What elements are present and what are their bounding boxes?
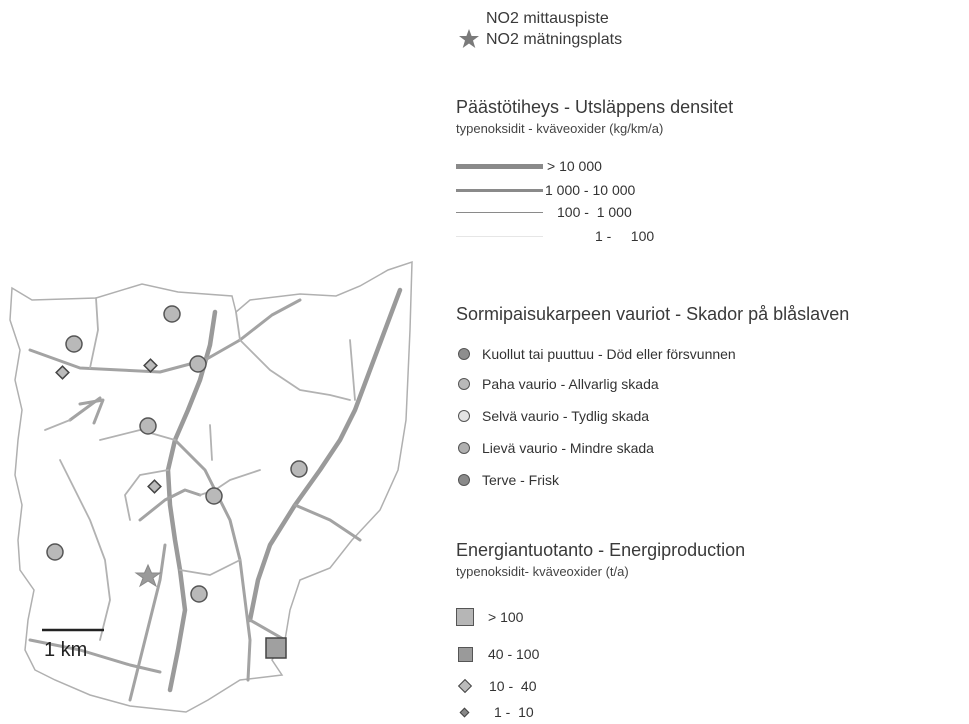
line-sample-thick xyxy=(456,163,543,169)
lichen-sites xyxy=(46,305,308,603)
line-sample-hairline xyxy=(456,235,543,237)
dot-healthy-icon xyxy=(458,474,470,486)
square-large-icon xyxy=(456,608,474,626)
lichen-site xyxy=(163,305,181,323)
lichen-site xyxy=(290,460,308,478)
emission-density-title: Päästötiheys - Utsläppens densitet xyxy=(456,97,734,117)
no2-label-sv: NO2 mätningsplats xyxy=(486,31,623,48)
scale-bar-label: 1 km xyxy=(44,639,87,661)
road-major-1 xyxy=(247,287,403,623)
diamond-small-icon xyxy=(459,707,470,717)
energy-plant-diamond xyxy=(55,365,70,380)
map: 1 km xyxy=(9,260,413,713)
energy-plants xyxy=(55,358,287,659)
energy-plant-diamond xyxy=(143,358,158,373)
lichen-site xyxy=(190,585,208,603)
lichen-class: Kuollut tai puuttuu - Död eller försvunn… xyxy=(450,342,736,366)
lichen-class: Lievä vaurio - Mindre skada xyxy=(450,436,654,460)
energy-class: 1 - 10 xyxy=(456,700,534,724)
lichen-site xyxy=(139,417,157,435)
legend-emission-density: Päästötiheys - Utsläppens densitet typen… xyxy=(456,97,733,136)
line-sample-medium xyxy=(456,188,543,192)
emission-class: 1 000 - 10 000 xyxy=(456,178,635,202)
diamond-medium-icon xyxy=(457,678,473,694)
emission-class: 1 - 100 xyxy=(456,224,654,248)
dot-clear-icon xyxy=(458,410,470,422)
lichen-class: Paha vaurio - Allvarlig skada xyxy=(450,372,659,396)
lichen-class: Terve - Frisk xyxy=(450,468,559,492)
energy-class: > 100 xyxy=(456,605,523,629)
no2-measurement-star xyxy=(134,563,162,588)
emission-class: > 10 000 xyxy=(456,154,602,178)
emission-class: 100 - 1 000 xyxy=(456,200,632,224)
energy-class: 10 - 40 xyxy=(456,674,536,698)
energy-plant-square xyxy=(265,637,287,659)
emission-density-subtitle: typenoksidit - kväveoxider (kg/km/a) xyxy=(456,121,664,136)
dot-mild-icon xyxy=(458,442,470,454)
line-sample-thin xyxy=(456,211,543,213)
road-major-2 xyxy=(165,309,218,693)
energy-production-subtitle: typenoksidit- kväveoxider (t/a) xyxy=(456,564,629,579)
scale-bar: 1 km xyxy=(42,628,104,661)
lichen-site xyxy=(46,543,64,561)
lichen-damage-title: Sormipaisukarpeen vauriot - Skador på bl… xyxy=(456,304,850,324)
dot-dead-icon xyxy=(458,348,470,360)
energy-plant-diamond xyxy=(147,479,162,494)
legend-lichen-damage: Sormipaisukarpeen vauriot - Skador på bl… xyxy=(456,304,849,325)
legend: NO2 mittauspiste NO2 mätningsplats Pääst… xyxy=(450,0,965,724)
roads-minor xyxy=(44,297,356,641)
lichen-class: Selvä vaurio - Tydlig skada xyxy=(450,404,649,428)
lichen-site xyxy=(205,487,223,505)
energy-class: 40 - 100 xyxy=(456,642,539,666)
lichen-site xyxy=(65,335,83,353)
legend-energy-production: Energiantuotanto - Energiproduction type… xyxy=(456,540,745,579)
square-medium-icon xyxy=(458,646,473,662)
roads-major xyxy=(165,287,403,693)
no2-label-fi: NO2 mittauspiste xyxy=(486,10,609,27)
energy-production-title: Energiantuotanto - Energiproduction xyxy=(456,540,746,560)
star-icon xyxy=(459,29,479,48)
lichen-site xyxy=(189,355,207,373)
dot-severe-icon xyxy=(458,378,470,390)
